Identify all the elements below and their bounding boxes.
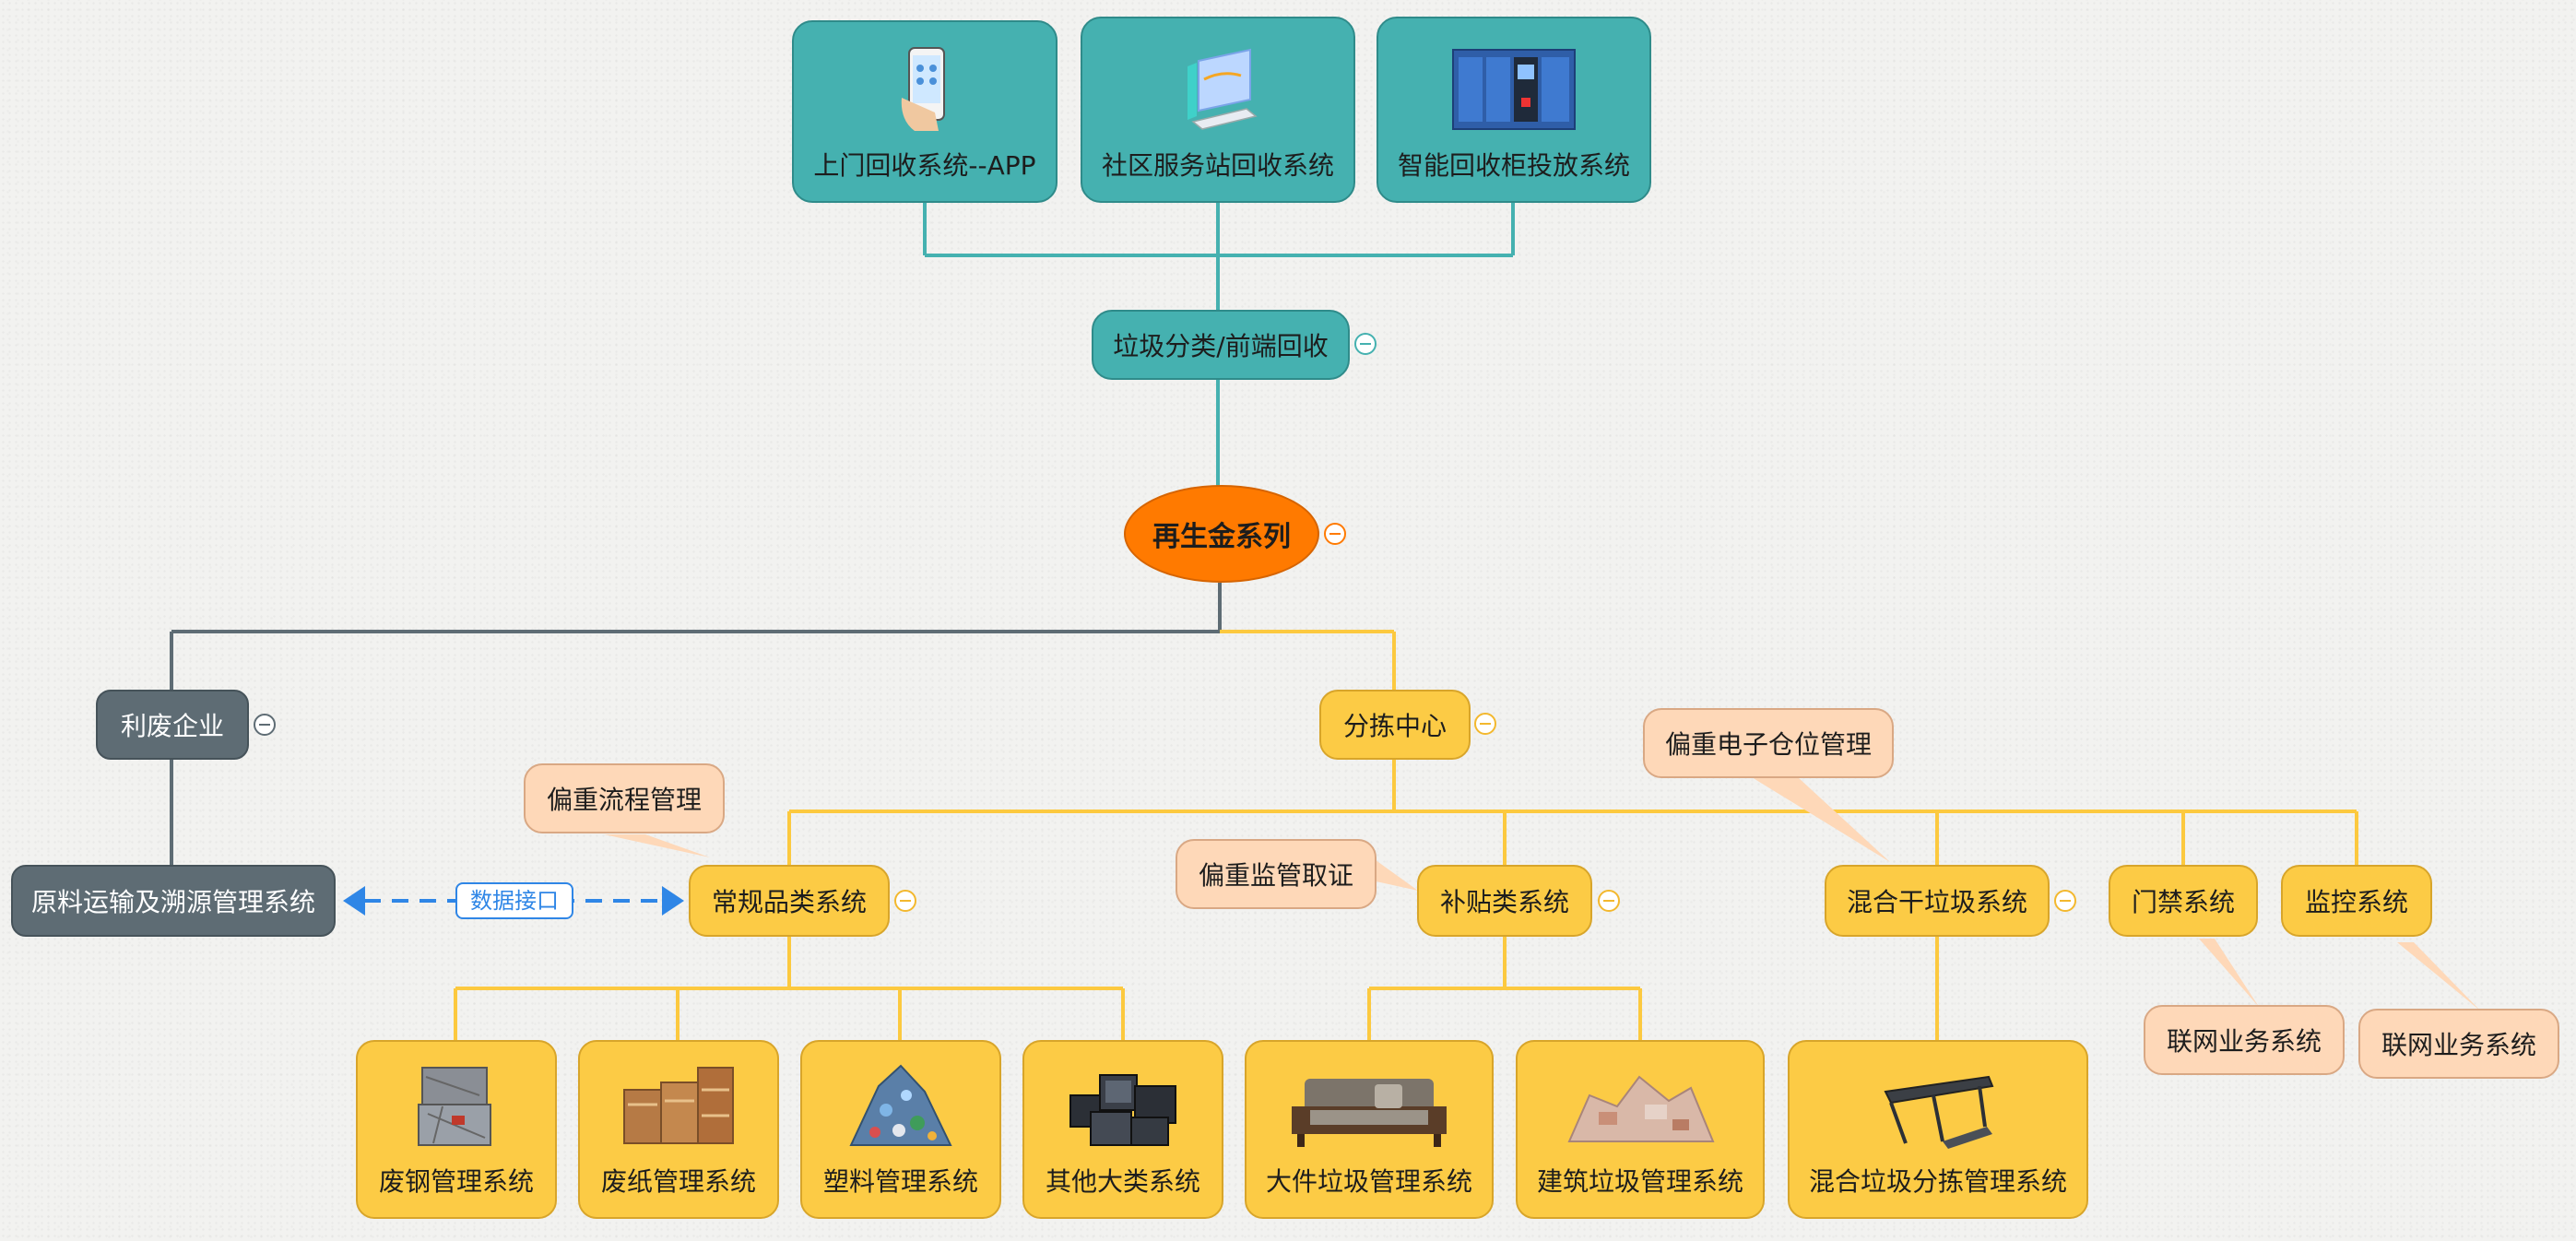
subsidy-child-construction-waste[interactable]: 建筑垃圾管理系统: [1516, 1040, 1765, 1219]
root-label: 再生金系列: [1152, 521, 1291, 553]
channel-label: 社区服务站回收系统: [1101, 150, 1334, 181]
channel-label: 上门回收系统--APP: [813, 150, 1036, 181]
category-regular-node[interactable]: 常规品类系统: [689, 865, 890, 937]
raw-material-tracing-label: 原料运输及溯源管理系统: [30, 887, 315, 917]
old-monitors-pile-icon: [1069, 1074, 1176, 1146]
conveyor-belt-icon: [1884, 1075, 1994, 1149]
sorting-center-node[interactable]: 分拣中心: [1319, 690, 1471, 760]
category-access-control-node[interactable]: 门禁系统: [2109, 865, 2258, 937]
collapse-mixed-dry-button[interactable]: [2054, 890, 2076, 912]
collapse-regular-button[interactable]: [894, 890, 916, 912]
collapse-root-button[interactable]: [1324, 523, 1346, 545]
note-warehouse-management: 偏重电子仓位管理: [1643, 708, 1894, 778]
waste-company-label: 利废企业: [120, 711, 224, 741]
root-node[interactable]: 再生金系列: [1124, 485, 1319, 583]
sorting-center-label: 分拣中心: [1342, 711, 1447, 741]
regular-child-other-major[interactable]: 其他大类系统: [1022, 1040, 1223, 1219]
regular-child-scrap-steel[interactable]: 废钢管理系统: [356, 1040, 557, 1219]
recycling-cabinet-icon: [1452, 49, 1576, 130]
waste-paper-bales-icon: [623, 1067, 734, 1144]
plastic-bottles-pile-icon: [849, 1064, 952, 1146]
category-monitoring-node[interactable]: 监控系统: [2281, 865, 2432, 937]
subsidy-child-bulky-waste[interactable]: 大件垃圾管理系统: [1245, 1040, 1494, 1219]
regular-child-plastic[interactable]: 塑料管理系统: [800, 1040, 1001, 1219]
collapse-front-end-button[interactable]: [1354, 333, 1377, 355]
sofa-icon: [1292, 1079, 1447, 1147]
note-iot-business-1: 联网业务系统: [2144, 1005, 2345, 1075]
note-iot-business-2: 联网业务系统: [2358, 1009, 2559, 1079]
front-end-recycling-node[interactable]: 垃圾分类/前端回收: [1092, 310, 1350, 380]
channel-smart-cabinet[interactable]: 智能回收柜投放系统: [1377, 17, 1651, 203]
collapse-subsidy-button[interactable]: [1598, 890, 1620, 912]
mixed-child-sorting[interactable]: 混合垃圾分拣管理系统: [1788, 1040, 2088, 1219]
note-supervision-evidence: 偏重监管取证: [1176, 839, 1377, 909]
regular-child-waste-paper[interactable]: 废纸管理系统: [578, 1040, 779, 1219]
channel-community-station[interactable]: 社区服务站回收系统: [1081, 17, 1355, 203]
channel-label: 智能回收柜投放系统: [1397, 150, 1630, 181]
data-interface-label: 数据接口: [455, 882, 573, 919]
raw-material-tracing-node[interactable]: 原料运输及溯源管理系统: [11, 865, 336, 937]
collapse-waste-company-button[interactable]: [254, 714, 276, 736]
waste-company-node[interactable]: 利废企业: [96, 690, 249, 760]
channel-door-to-door-app[interactable]: 上门回收系统--APP: [792, 20, 1058, 203]
construction-debris-icon: [1567, 1075, 1715, 1142]
category-subsidy-node[interactable]: 补贴类系统: [1417, 865, 1592, 937]
scrap-steel-bales-icon: [418, 1067, 491, 1146]
front-end-label: 垃圾分类/前端回收: [1113, 331, 1329, 361]
laptop-screen-icon: [1188, 48, 1258, 130]
note-process-management: 偏重流程管理: [524, 763, 725, 833]
phone-app-icon: [901, 47, 945, 131]
collapse-sorting-center-button[interactable]: [1474, 713, 1496, 735]
category-mixed-dry-node[interactable]: 混合干垃圾系统: [1825, 865, 2050, 937]
